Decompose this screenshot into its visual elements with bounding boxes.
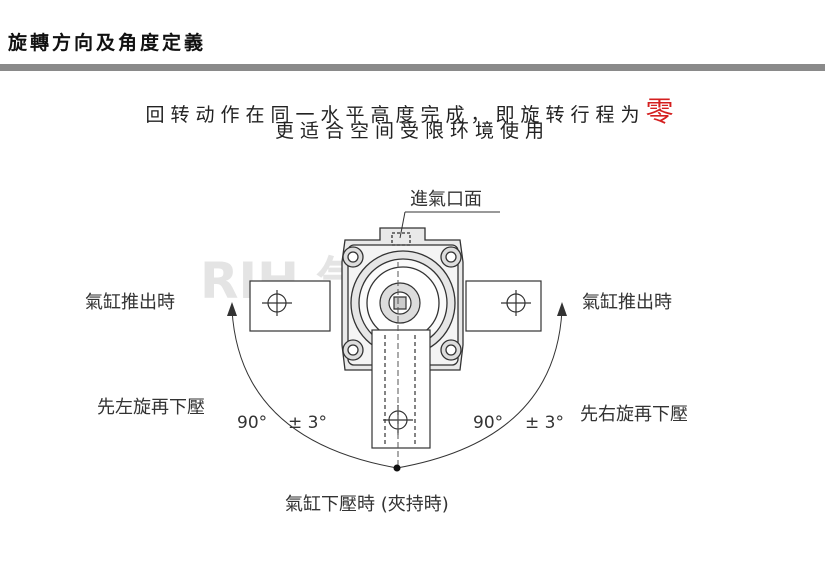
clamp-point <box>393 464 401 472</box>
right-rotation-label: 先右旋再下壓 <box>580 404 688 425</box>
left-tolerance: ± 3° <box>288 413 327 433</box>
arc-arrow-left <box>227 302 237 316</box>
central-pin <box>379 282 421 324</box>
zero-highlight: 零 <box>645 95 680 128</box>
header-divider <box>0 64 825 71</box>
description-line-2: 更适合空间受限环境使用 <box>274 120 550 142</box>
right-arm <box>465 280 542 332</box>
inlet-face-label: 進氣口面 <box>410 189 482 210</box>
right-tolerance: ± 3° <box>525 413 564 433</box>
cylinder-extend-left-label: 氣缸推出時 <box>85 291 175 313</box>
clamp-label: 氣缸下壓時 (夾持時) <box>285 493 449 515</box>
bottom-arm <box>371 329 431 449</box>
right-angle: 90° <box>473 413 503 433</box>
description-text-1: 回转动作在同一水平高度完成，即旋转行程为 <box>145 104 646 126</box>
cylinder-extend-right-label: 氣缸推出時 <box>582 291 672 313</box>
description-line-1: 回转动作在同一水平高度完成，即旋转行程为零 <box>0 90 825 130</box>
arc-arrow-right <box>557 302 567 316</box>
left-rotation-label: 先左旋再下壓 <box>97 397 205 418</box>
page-title: 旋轉方向及角度定義 <box>8 32 207 54</box>
left-angle: 90° <box>237 413 267 433</box>
left-arm <box>249 280 331 332</box>
inlet-leader <box>399 211 500 239</box>
rotation-arcs <box>231 309 563 469</box>
